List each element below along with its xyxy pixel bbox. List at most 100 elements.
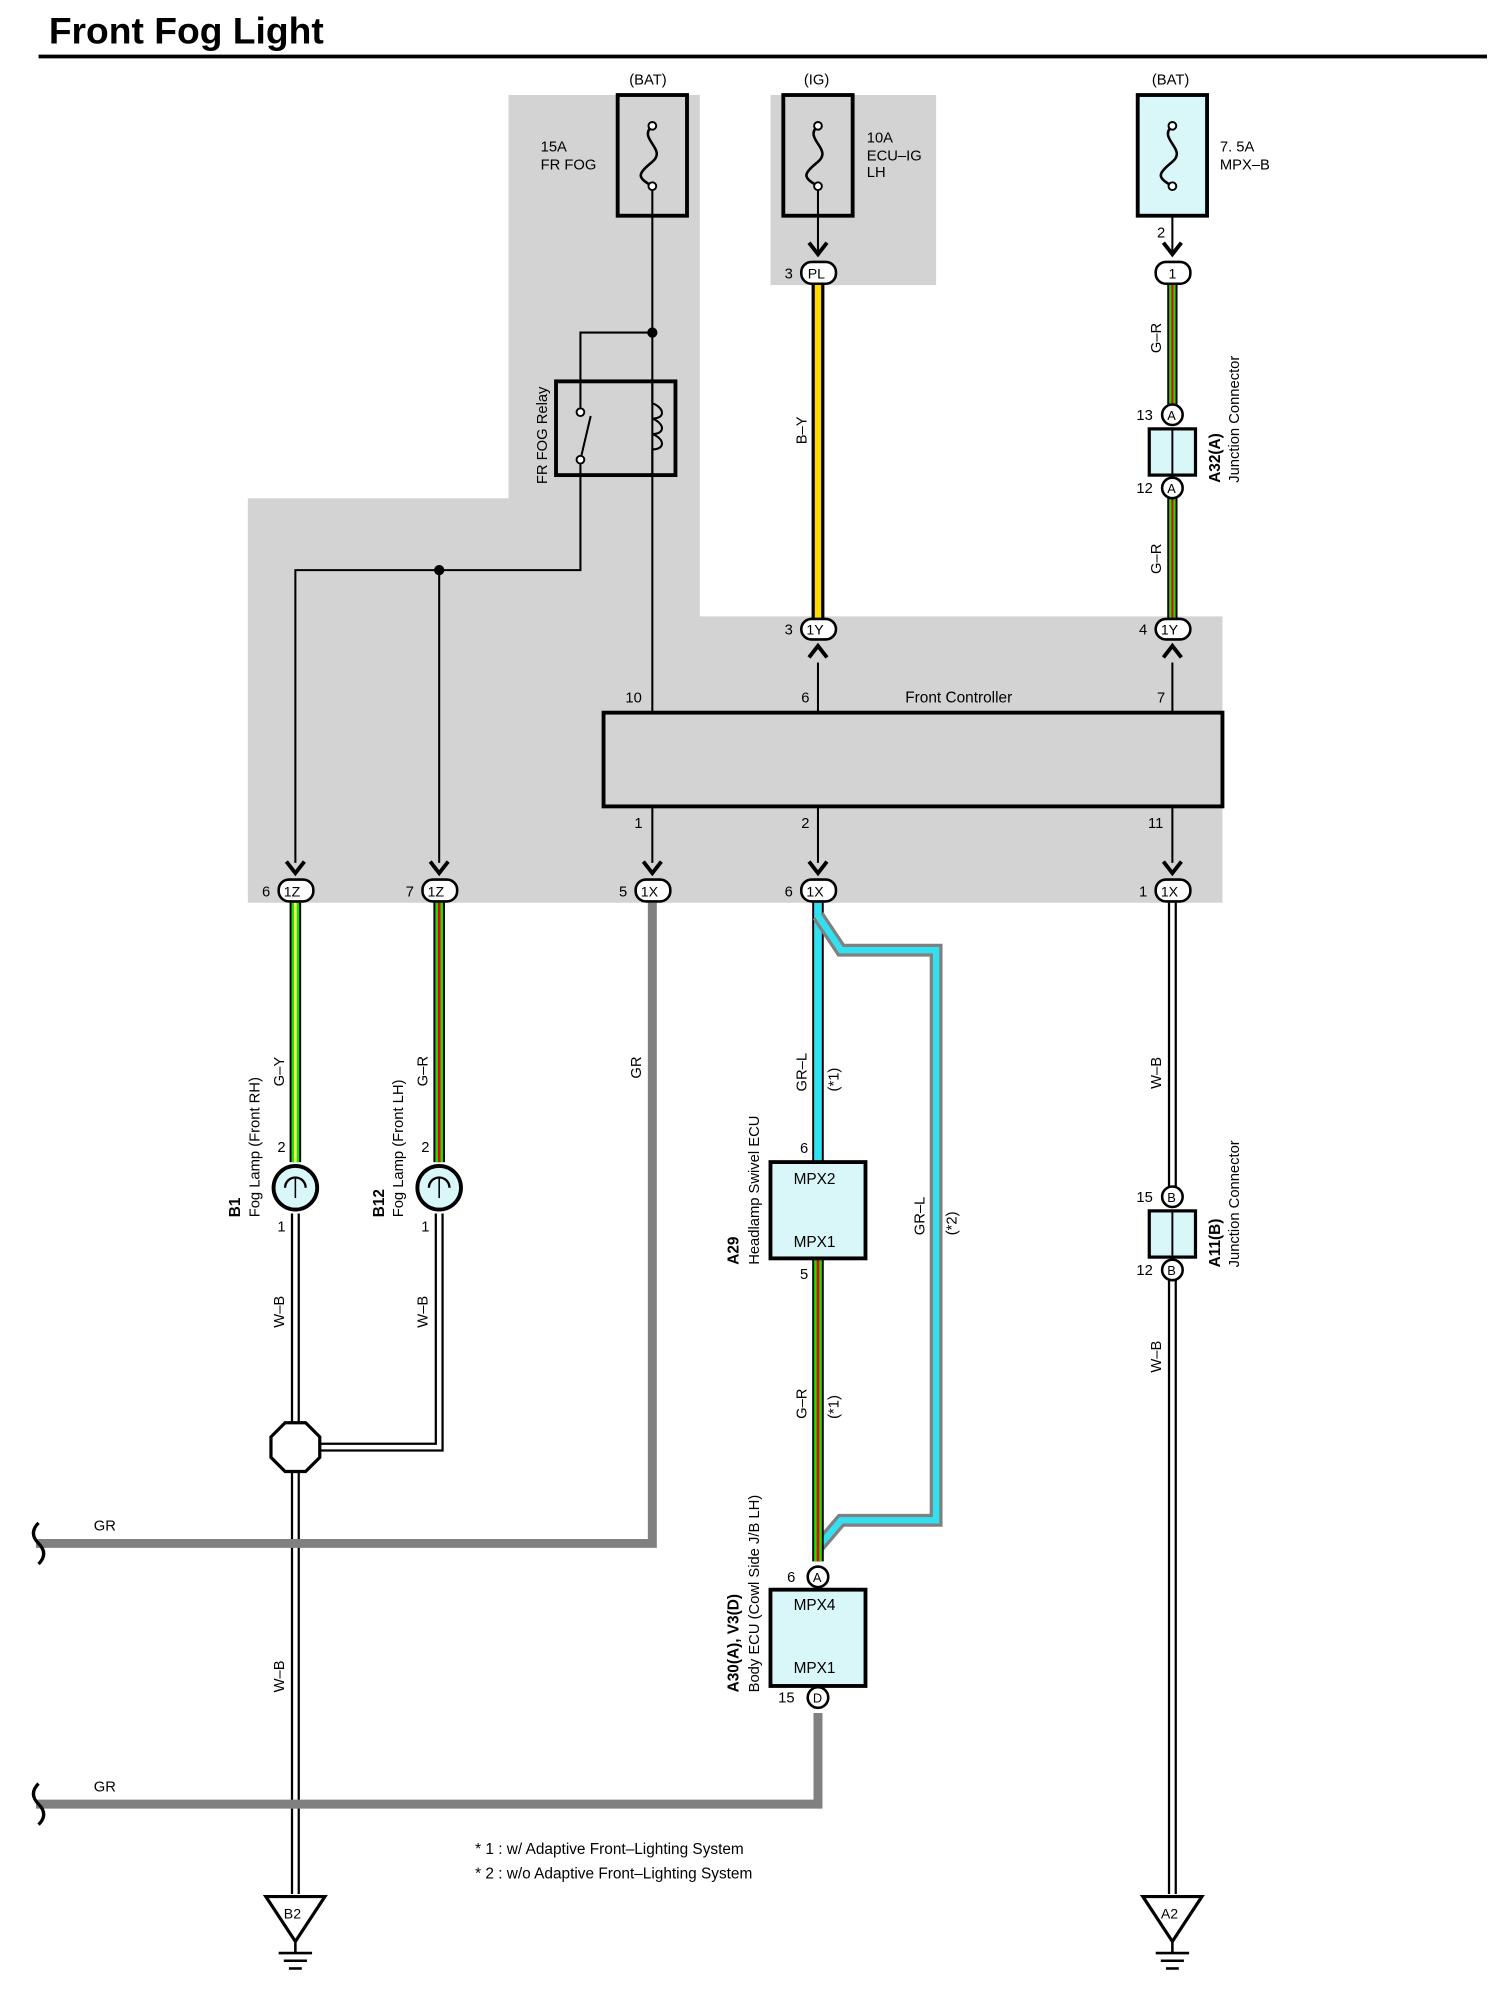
wire-gr-bus1	[35, 902, 657, 1548]
junction-connector-a11: B B 15 12	[1136, 1185, 1198, 1282]
fuse-fr-fog-name: FR FOG	[541, 157, 597, 173]
a29-pin-top: 6	[800, 1141, 808, 1157]
pin-label: 12	[1136, 1263, 1152, 1279]
fc-pin-11: 11	[1148, 816, 1163, 832]
wire-label-by: B–Y	[794, 416, 810, 444]
a29-name: Headlamp Swivel ECU	[747, 1116, 763, 1265]
wire-break-mark	[31, 1521, 46, 1566]
body-ecu-pin-a	[806, 1565, 830, 1589]
front-controller-label: Front Controller	[905, 689, 1012, 706]
b12-name: Fog Lamp (Front LH)	[391, 1080, 407, 1218]
svg-text:A: A	[1167, 481, 1176, 496]
ground-a2: A2	[1139, 1894, 1205, 1970]
fuse-ecu-ig-rating: 10A	[867, 131, 893, 147]
connector-1z-7: 1Z 7	[406, 860, 459, 903]
connector-pin: 6	[262, 884, 270, 900]
note-2: * 2 : w/o Adaptive Front–Lighting System	[475, 1866, 752, 1883]
connector-1y-3: 1Y 3	[785, 617, 838, 659]
pin-label: 13	[1136, 408, 1152, 424]
connector-pin: 1	[1139, 884, 1147, 900]
connector-code: 1	[1169, 266, 1177, 282]
wire-label-gr-mid: G–R	[1149, 544, 1165, 574]
body-ecu-name: Body ECU (Cowl Side J/B LH)	[747, 1495, 763, 1693]
fc-pin-10: 10	[625, 690, 641, 706]
wire-wb-b12-w	[321, 1213, 442, 1450]
a29-mpx1: MPX1	[794, 1234, 836, 1251]
connector-pin: 6	[785, 884, 793, 900]
fuse-ecu-ig	[781, 93, 855, 218]
pin-label: 15	[1136, 1190, 1152, 1206]
a29-mpx2: MPX2	[794, 1171, 836, 1188]
body-ecu-mpx4: MPX4	[794, 1597, 836, 1614]
splice-point	[269, 1421, 322, 1474]
headlamp-swivel-ecu	[768, 1160, 868, 1261]
a11-name: Junction Connector	[1227, 1140, 1243, 1267]
ground-label: A2	[1161, 1905, 1178, 1921]
connector-pin: 2	[1157, 226, 1165, 242]
svg-text:A: A	[1167, 408, 1176, 423]
wire-mark-1b: (*1)	[827, 1395, 843, 1419]
note-1: * 1 : w/ Adaptive Front–Lighting System	[475, 1841, 744, 1858]
fc-pin-6: 6	[801, 690, 809, 706]
wire-label-gr-bus2: GR	[94, 1779, 116, 1795]
power-label-bat2: (BAT)	[1152, 73, 1189, 89]
connector-code: 1Z	[428, 883, 445, 899]
fuse-ecu-ig-name2: LH	[867, 165, 886, 181]
pin-label: 12	[1136, 481, 1152, 497]
body-ecu-pin-bottom: 15	[778, 1691, 794, 1707]
a11-code: A11(B)	[1207, 1219, 1224, 1268]
wire-relay-coil	[579, 331, 653, 382]
lamp-pin: 2	[277, 1140, 285, 1156]
connector-code: 1X	[1161, 883, 1179, 899]
connector-1: 1 2	[1154, 226, 1192, 286]
fuse-ecu-ig-name: ECU–IG	[867, 149, 922, 165]
ground-b2: B2	[262, 1894, 328, 1970]
power-label-bat1: (BAT)	[629, 73, 666, 89]
connector-code: 1Y	[806, 621, 824, 637]
wire-grl-2-c	[815, 913, 940, 1550]
front-controller-box	[601, 710, 1225, 809]
fr-fog-relay	[554, 379, 678, 478]
connector-code: 1X	[641, 883, 659, 899]
ground-label: B2	[284, 1905, 301, 1921]
a29-code: A29	[725, 1237, 742, 1265]
body-ecu-mpx1: MPX1	[794, 1660, 836, 1677]
body-ecu-pin-d	[806, 1685, 830, 1710]
wire-label-grl-2: GR–L	[913, 1197, 929, 1236]
a29-pin-bottom: 5	[800, 1267, 808, 1283]
lamp-pin: 1	[277, 1219, 285, 1235]
connector-1z-6: 1Z 6	[262, 860, 315, 903]
fuse-mpx-b-name: MPX–B	[1220, 157, 1270, 173]
fuse-fr-fog	[615, 93, 689, 218]
wire-label-wb-right2: W–B	[1149, 1341, 1165, 1373]
fc-pin-1: 1	[634, 816, 642, 832]
wire-label-wb-b12: W–B	[416, 1296, 432, 1328]
wire-label-gr-green: G–R	[794, 1389, 810, 1419]
a32-name: Junction Connector	[1227, 356, 1243, 483]
wire-label-wb-b1: W–B	[272, 1296, 288, 1328]
b12-code: B12	[371, 1189, 388, 1217]
body-ecu-letter-d: D	[813, 1691, 822, 1706]
connector-code: 1Y	[1161, 621, 1179, 637]
connector-pin: 3	[785, 267, 793, 283]
body-ecu-pin-top: 6	[787, 1570, 795, 1586]
body-ecu-letter-a: A	[813, 1570, 822, 1585]
svg-text:B: B	[1167, 1263, 1176, 1278]
junction-connector-a32: A A 13 12	[1136, 403, 1198, 500]
wire-mark-1a: (*1)	[827, 1068, 843, 1092]
fog-lamp-b1	[271, 1164, 320, 1212]
svg-text:B: B	[1167, 1190, 1176, 1205]
connector-pl: PL 3	[785, 241, 838, 286]
a32-code: A32(A)	[1207, 433, 1224, 483]
connector-pin: 4	[1139, 622, 1147, 638]
wire-wb-b12	[321, 1213, 444, 1452]
connector-code: PL	[808, 266, 825, 282]
fc-pin-2: 2	[801, 816, 809, 832]
wire-label-gr-top: G–R	[1149, 323, 1165, 353]
body-ecu-code: A30(A), V3(D)	[725, 1594, 742, 1692]
wire-label-gy: G–Y	[272, 1057, 288, 1087]
page-title: Front Fog Light	[49, 10, 324, 52]
wire-label-wb-right1: W–B	[1149, 1057, 1165, 1089]
b1-name: Fog Lamp (Front RH)	[247, 1077, 263, 1217]
